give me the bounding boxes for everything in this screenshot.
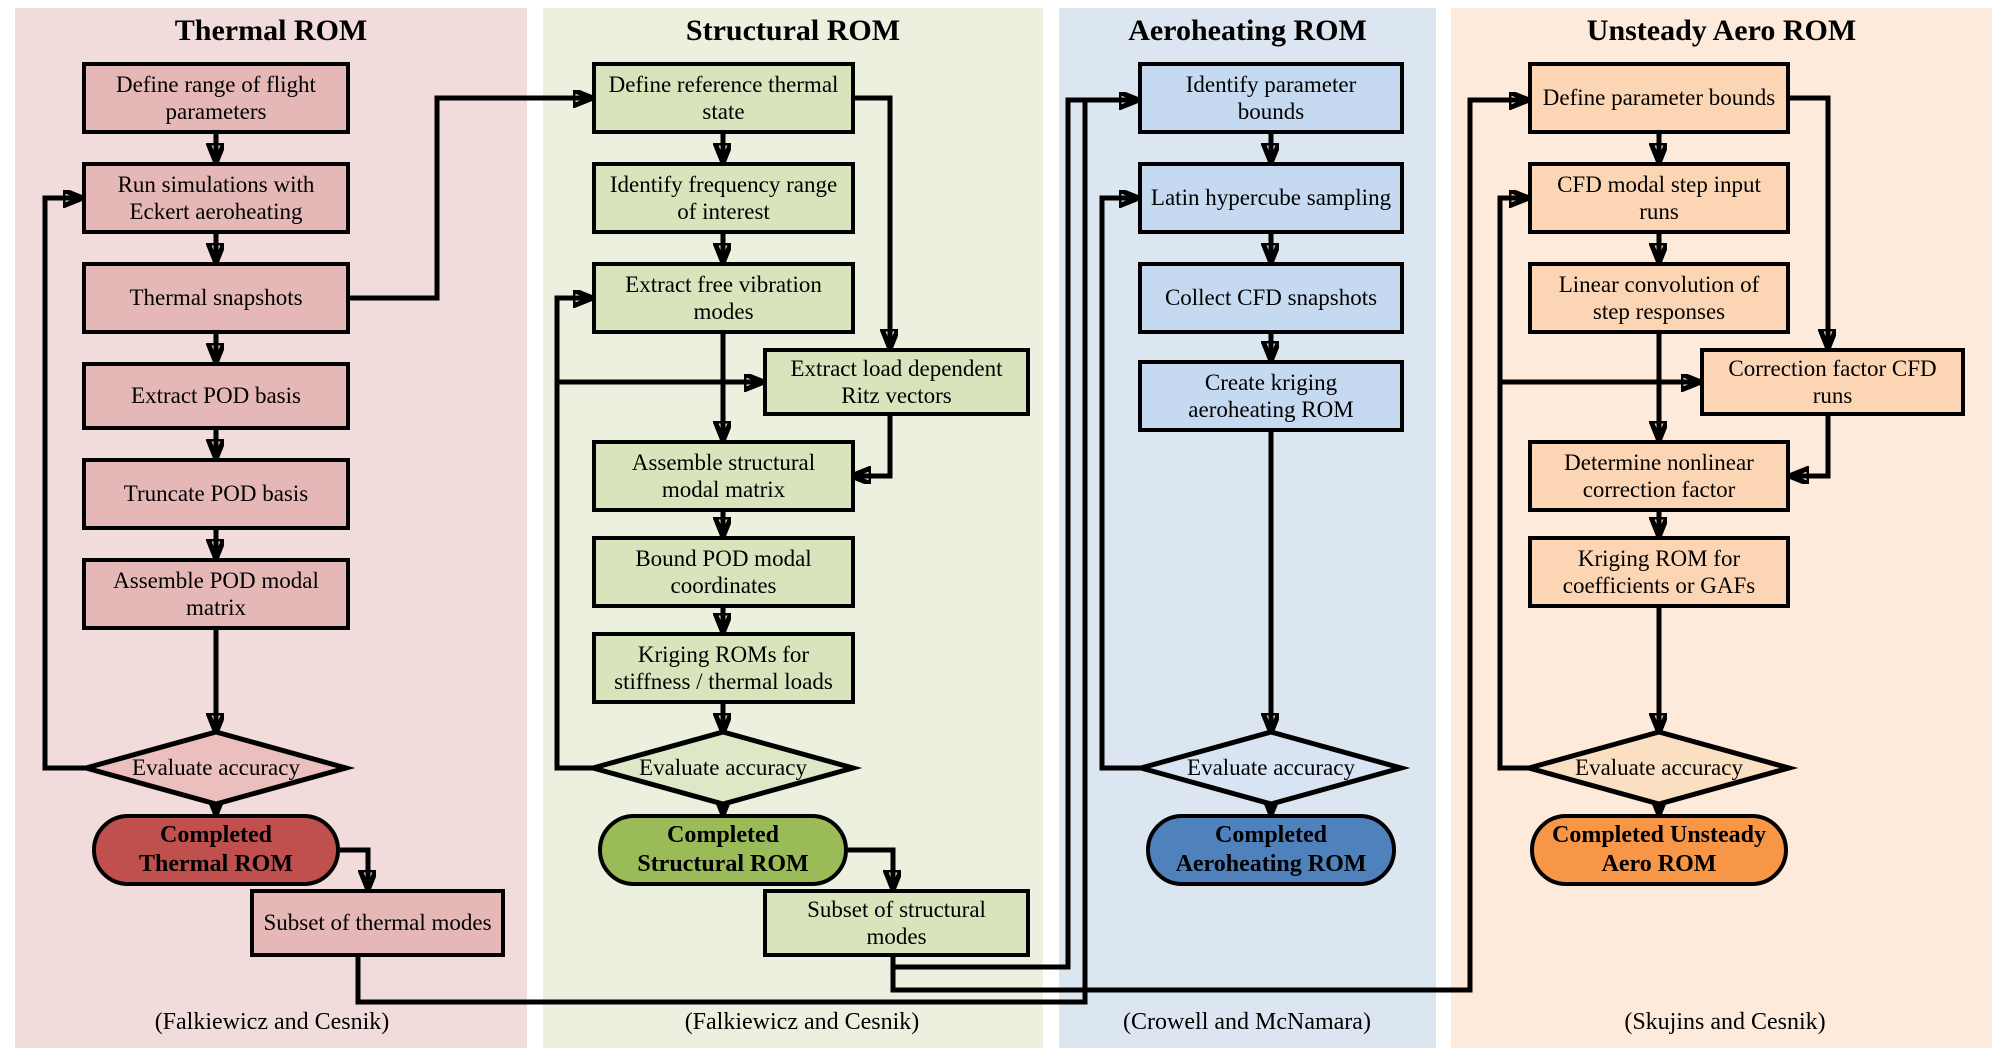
step-identify-parameter-bounds: Identify parameter bounds	[1138, 62, 1404, 134]
step-create-kriging-aeroheating-rom: Create kriging aeroheating ROM	[1138, 360, 1404, 432]
column-title-structural-rom: Structural ROM	[685, 14, 901, 47]
step-kriging-roms-stiffness-thermal: Kriging ROMs for stiffness / thermal loa…	[592, 632, 855, 704]
step-bound-pod-modal-coordinates: Bound POD modal coordinates	[592, 536, 855, 608]
terminator-completed-structural-rom: Completed Structural ROM	[598, 814, 848, 886]
step-latin-hypercube-sampling: Latin hypercube sampling	[1138, 162, 1404, 234]
terminator-completed-aeroheating-rom: Completed Aeroheating ROM	[1146, 814, 1396, 886]
step-extract-pod-basis: Extract POD basis	[82, 362, 350, 430]
step-correction-factor-cfd-runs: Correction factor CFD runs	[1700, 348, 1965, 416]
attribution-aeroheating: (Crowell and McNamara)	[1123, 1008, 1371, 1035]
column-title-unsteady-aero-rom: Unsteady Aero ROM	[1586, 14, 1857, 47]
decision-label-aeroheating: Evaluate accuracy	[1187, 755, 1355, 780]
step-extract-free-vibration-modes: Extract free vibration modes	[592, 262, 855, 334]
step-truncate-pod-basis: Truncate POD basis	[82, 458, 350, 530]
decision-label-unsteady: Evaluate accuracy	[1575, 755, 1743, 780]
step-assemble-pod-modal-matrix: Assemble POD modal matrix	[82, 558, 350, 630]
step-define-reference-thermal-state: Define reference thermal state	[592, 62, 855, 134]
step-cfd-modal-step-input-runs: CFD modal step input runs	[1528, 162, 1790, 234]
decision-label-thermal: Evaluate accuracy	[132, 755, 300, 780]
step-run-simulations-eckert: Run simulations with Eckert aeroheating	[82, 162, 350, 234]
terminator-completed-thermal-rom: Completed Thermal ROM	[92, 814, 340, 886]
step-kriging-rom-coefficients-gafs: Kriging ROM for coefficients or GAFs	[1528, 536, 1790, 608]
step-subset-structural-modes: Subset of structural modes	[763, 889, 1030, 957]
step-linear-convolution-step-responses: Linear convolution of step responses	[1528, 262, 1790, 334]
column-title-thermal-rom: Thermal ROM	[174, 14, 368, 47]
step-extract-load-dependent-ritz: Extract load dependent Ritz vectors	[763, 348, 1030, 416]
attribution-thermal: (Falkiewicz and Cesnik)	[154, 1008, 390, 1035]
step-identify-frequency-range: Identify frequency range of interest	[592, 162, 855, 234]
step-collect-cfd-snapshots: Collect CFD snapshots	[1138, 262, 1404, 334]
step-define-range-flight-parameters: Define range of flight parameters	[82, 62, 350, 134]
step-determine-nonlinear-correction: Determine nonlinear correction factor	[1528, 440, 1790, 512]
step-assemble-structural-modal-matrix: Assemble structural modal matrix	[592, 440, 855, 512]
terminator-completed-unsteady-aero-rom: Completed Unsteady Aero ROM	[1530, 814, 1788, 886]
attribution-unsteady: (Skujins and Cesnik)	[1624, 1008, 1826, 1035]
step-define-parameter-bounds: Define parameter bounds	[1528, 62, 1790, 134]
step-subset-thermal-modes: Subset of thermal modes	[250, 889, 505, 957]
attribution-structural: (Falkiewicz and Cesnik)	[684, 1008, 920, 1035]
step-thermal-snapshots: Thermal snapshots	[82, 262, 350, 334]
column-title-aeroheating-rom: Aeroheating ROM	[1128, 14, 1367, 47]
decision-label-structural: Evaluate accuracy	[639, 755, 807, 780]
